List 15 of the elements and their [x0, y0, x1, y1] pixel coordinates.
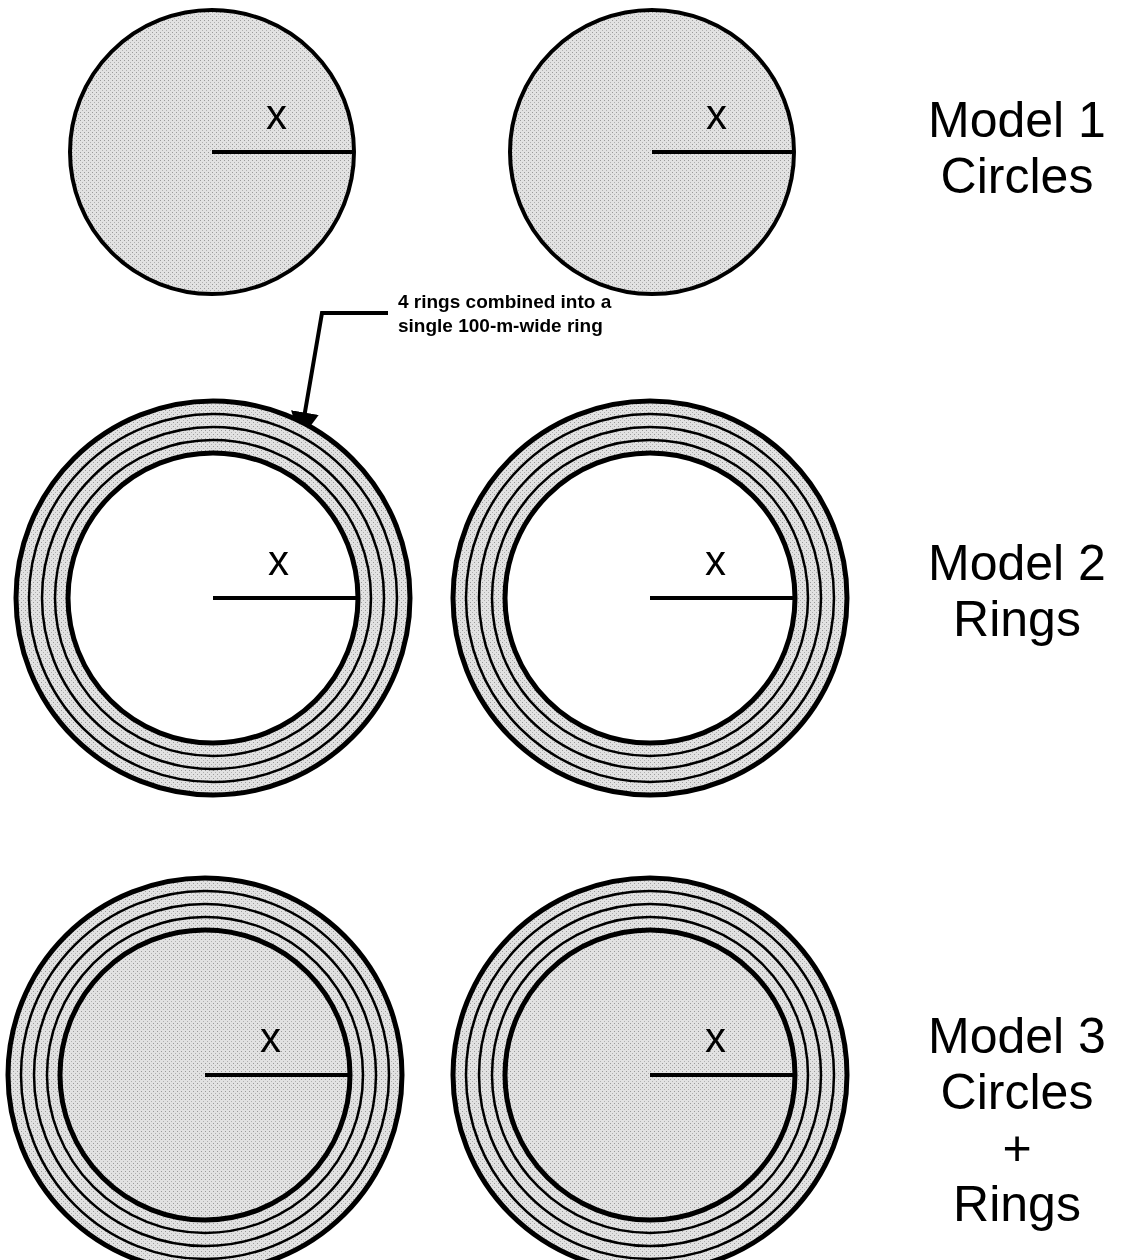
model-caption: Rings [952, 591, 1082, 647]
model-caption: + [1001, 1120, 1033, 1176]
radius-label: x [260, 1017, 282, 1059]
model-caption: Circles [939, 1064, 1095, 1120]
model-caption: Model 2 [927, 535, 1107, 591]
radius-label: x [705, 94, 727, 136]
radius-label: x [705, 540, 727, 582]
radius-label: x [265, 94, 287, 136]
model-caption: Model 1 [927, 92, 1107, 148]
model-caption: Model 3 [927, 1008, 1107, 1064]
leader-text: 4 rings combined into a single 100-m-wide ring [398, 290, 648, 338]
model-caption: Rings [952, 1176, 1082, 1232]
model-caption: Circles [939, 148, 1095, 204]
radius-label: x [705, 1017, 727, 1059]
radius-label: x [268, 540, 290, 582]
